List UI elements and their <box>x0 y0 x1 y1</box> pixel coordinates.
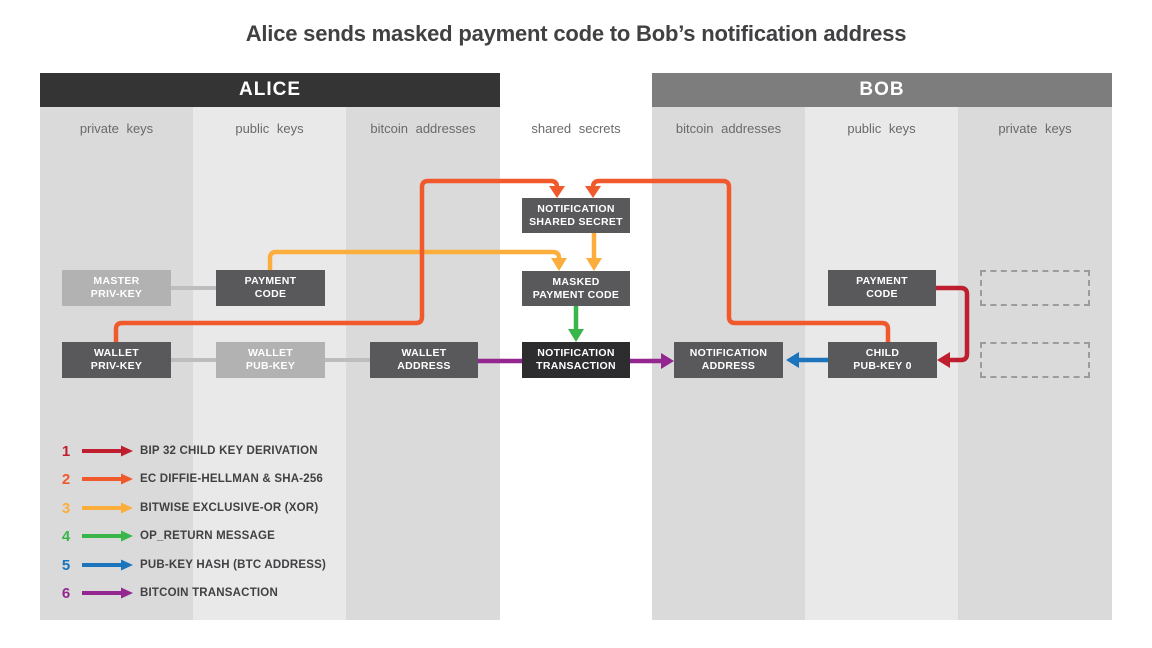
legend-arrow-blue-icon <box>82 559 133 571</box>
col-label-bob-private-keys: private keys <box>998 120 1072 136</box>
col-label-alice-private-keys: private keys <box>79 120 154 136</box>
bob-private-keys-column <box>958 107 1112 620</box>
legend-label-5: PUB-KEY HASH (BTC ADDRESS) <box>140 559 327 571</box>
node-notification-transaction-line2: TRANSACTION <box>536 360 616 372</box>
legend-arrow-green-icon <box>82 530 133 542</box>
arrow-tx-right-head <box>661 353 674 369</box>
node-wallet-pub-key: WALLET PUB-KEY <box>216 342 325 378</box>
legend-row-6: 6 BITCOIN TRANSACTION <box>54 583 278 603</box>
col-label-shared-secrets: shared secrets <box>531 120 621 136</box>
node-notification-transaction: NOTIFICATION TRANSACTION <box>522 342 630 378</box>
node-payment-code-alice-line2: CODE <box>254 288 287 300</box>
legend-label-2: EC DIFFIE-HELLMAN & SHA-256 <box>140 473 324 485</box>
legend-row-5: 5 PUB-KEY HASH (BTC ADDRESS) <box>54 555 326 575</box>
node-wallet-address: WALLET ADDRESS <box>370 342 478 378</box>
node-wallet-pub-key-line2: PUB-KEY <box>245 360 296 372</box>
legend-arrow-red-icon <box>82 445 133 457</box>
node-notification-address: NOTIFICATION ADDRESS <box>674 342 783 378</box>
page-title: Alice sends masked payment code to Bob’s… <box>245 21 907 46</box>
node-notification-transaction-line1: NOTIFICATION <box>537 347 615 359</box>
legend-number-4: 4 <box>61 527 71 545</box>
legend-label-1: BIP 32 CHILD KEY DERIVATION <box>140 445 318 457</box>
node-notification-shared-secret-line2: SHARED SECRET <box>529 215 623 228</box>
arrow-pubkeyhash-head <box>786 352 799 368</box>
node-wallet-address-line2: ADDRESS <box>397 360 451 372</box>
legend-arrow-orange-icon <box>82 473 133 485</box>
node-notification-address-line1: NOTIFICATION <box>689 347 768 359</box>
legend-row-1: 1 BIP 32 CHILD KEY DERIVATION <box>54 441 318 461</box>
col-label-alice-bitcoin-addresses: bitcoin addresses <box>370 120 476 136</box>
arrow-xor-paymentcode-head <box>551 258 567 271</box>
node-wallet-priv-key-line1: WALLET <box>94 347 139 359</box>
arrow-bip32-head <box>937 352 950 368</box>
legend-row-3: 3 BITWISE EXCLUSIVE-OR (XOR) <box>54 498 318 518</box>
alice-header: ALICE <box>40 73 500 107</box>
node-master-priv-key-line2: PRIV-KEY <box>90 288 143 300</box>
legend-label-3: BITWISE EXCLUSIVE-OR (XOR) <box>140 502 319 514</box>
node-notification-address-line2: ADDRESS <box>701 360 756 372</box>
legend-label-6: BITCOIN TRANSACTION <box>140 587 278 599</box>
node-placeholder-bob-priv-1 <box>980 270 1090 306</box>
col-label-bob-public-keys: public keys <box>847 120 916 136</box>
node-notification-shared-secret: NOTIFICATION SHARED SECRET <box>522 198 630 233</box>
legend-row-4: 4 OP_RETURN MESSAGE <box>54 526 275 546</box>
arrow-ecdh-alice-head <box>549 186 565 198</box>
col-label-bob-bitcoin-addresses: bitcoin addresses <box>675 120 782 136</box>
legend-arrow-yellow-icon <box>82 502 133 514</box>
legend-row-2: 2 EC DIFFIE-HELLMAN & SHA-256 <box>54 469 323 489</box>
node-child-pub-key-0-line1: CHILD <box>865 347 900 359</box>
node-placeholder-bob-priv-2 <box>980 342 1090 378</box>
node-wallet-pub-key-line1: WALLET <box>248 347 293 359</box>
node-notification-shared-secret-line1: NOTIFICATION <box>537 202 615 215</box>
node-masked-payment-code: MASKED PAYMENT CODE <box>522 271 630 306</box>
node-child-pub-key-0-line2: PUB-KEY 0 <box>853 360 912 372</box>
arrow-ecdh-bob-head <box>585 186 601 198</box>
node-payment-code-bob-line2: CODE <box>866 288 898 300</box>
legend-number-3: 3 <box>61 499 71 517</box>
legend-label-4: OP_RETURN MESSAGE <box>140 530 276 542</box>
legend-number-2: 2 <box>61 470 71 488</box>
arrow-ecdh-bob-line <box>590 178 891 343</box>
arrow-bip32-line <box>936 285 970 363</box>
node-masked-payment-code-line1: MASKED <box>552 275 600 288</box>
node-payment-code-bob-line1: PAYMENT <box>856 275 908 287</box>
legend-arrow-purple-icon <box>82 587 133 599</box>
node-master-priv-key: MASTER PRIV-KEY <box>62 270 171 306</box>
arrow-ecdh-alice-line <box>113 178 560 343</box>
arrow-xor-secret-head <box>586 258 602 271</box>
node-payment-code-alice: PAYMENT CODE <box>216 270 325 306</box>
node-payment-code-alice-line1: PAYMENT <box>244 275 297 287</box>
bob-header: BOB <box>652 73 1112 107</box>
node-masked-payment-code-line2: PAYMENT CODE <box>532 288 620 301</box>
arrow-xor-paymentcode-line <box>267 249 562 271</box>
node-master-priv-key-line1: MASTER <box>93 275 140 287</box>
legend-number-1: 1 <box>61 442 71 460</box>
node-wallet-priv-key-line2: PRIV-KEY <box>90 360 143 372</box>
legend-number-6: 6 <box>61 584 71 602</box>
node-wallet-address-line1: WALLET <box>401 347 447 359</box>
legend-number-5: 5 <box>61 556 71 574</box>
col-label-alice-public-keys: public keys <box>235 120 304 136</box>
node-wallet-priv-key: WALLET PRIV-KEY <box>62 342 171 378</box>
node-child-pub-key-0: CHILD PUB-KEY 0 <box>828 342 937 378</box>
node-payment-code-bob: PAYMENT CODE <box>828 270 936 306</box>
arrow-opreturn-head <box>568 329 584 342</box>
